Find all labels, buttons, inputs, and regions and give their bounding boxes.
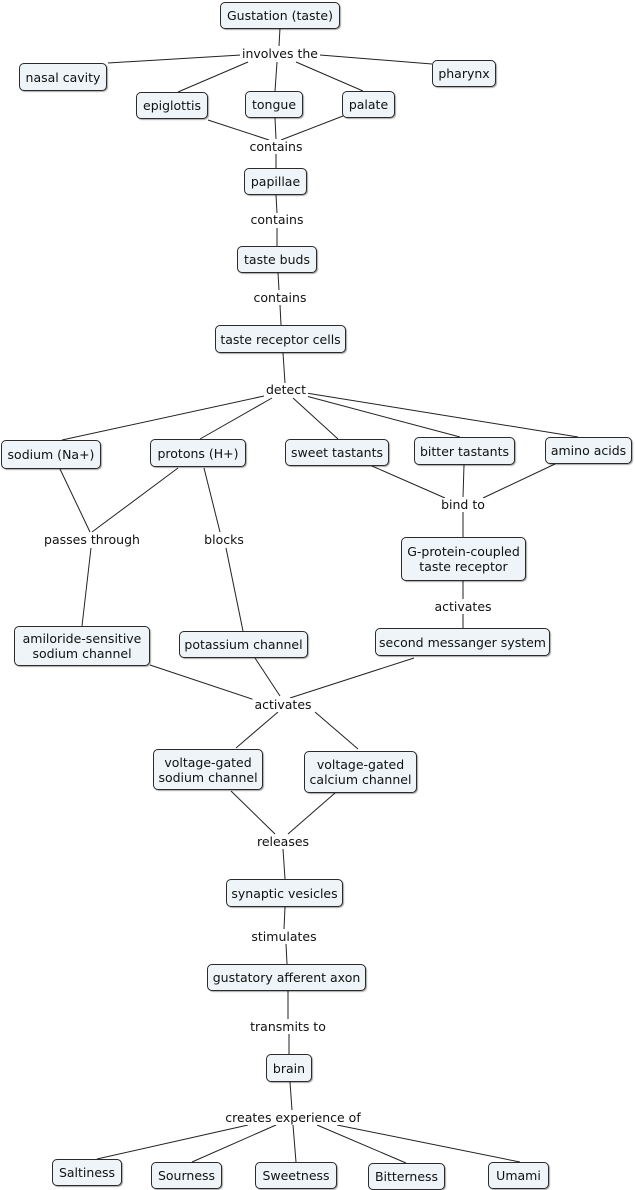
concept-gpcr: G-protein-coupled taste receptor [401,537,526,581]
concept-saltiness: Saltiness [52,1159,122,1186]
concept-vg-sodium-channel: voltage-gated sodium channel [153,749,263,790]
concept-pharynx: pharynx [432,60,496,87]
concept-synaptic-vesicles: synaptic vesicles [226,879,343,907]
link-contains-2: contains [248,212,306,227]
link-stimulates: stimulates [249,929,319,944]
concept-papillae: papillae [244,168,307,195]
link-transmits-to: transmits to [248,1019,328,1034]
concept-potassium-channel: potassium channel [179,631,308,658]
concept-sweet-tastants: sweet tastants [285,439,389,466]
concept-sodium: sodium (Na+) [1,440,101,469]
concept-amiloride-channel: amiloride-sensitive sodium channel [14,626,150,666]
link-contains-3: contains [251,290,309,305]
link-detect: detect [264,382,308,397]
concept-bitterness: Bitterness [368,1163,445,1190]
concept-brain: brain [266,1054,312,1082]
concept-protons: protons (H+) [150,439,246,467]
concept-amino-acids: amino acids [545,437,632,464]
concept-bitter-tastants: bitter tastants [414,437,515,465]
concept-gustatory-axon: gustatory afferent axon [207,964,366,991]
concept-umami: Umami [488,1162,549,1189]
concept-tongue: tongue [245,91,303,118]
link-involves-the: involves the [239,46,321,61]
link-contains-1: contains [247,139,305,154]
link-releases: releases [254,834,312,849]
link-creates-experience-of: creates experience of [223,1110,363,1125]
concept-sourness: Sourness [151,1162,222,1189]
concept-palate: palate [342,91,395,118]
concept-nasal-cavity: nasal cavity [19,63,107,91]
link-activates-2: activates [252,697,314,712]
concept-gustation: Gustation (taste) [220,2,340,29]
concept-epiglottis: epiglottis [136,92,208,119]
concept-vg-calcium-channel: voltage-gated calcium channel [304,751,417,793]
link-blocks: blocks [202,532,246,547]
concept-sweetness: Sweetness [255,1162,337,1189]
concept-taste-receptor-cells: taste receptor cells [215,325,346,353]
link-passes-through: passes through [42,532,142,547]
concept-taste-buds: taste buds [237,246,317,273]
link-activates-1: activates [432,599,494,614]
concept-second-messenger: second messanger system [375,628,550,656]
link-bind-to: bind to [439,497,487,512]
